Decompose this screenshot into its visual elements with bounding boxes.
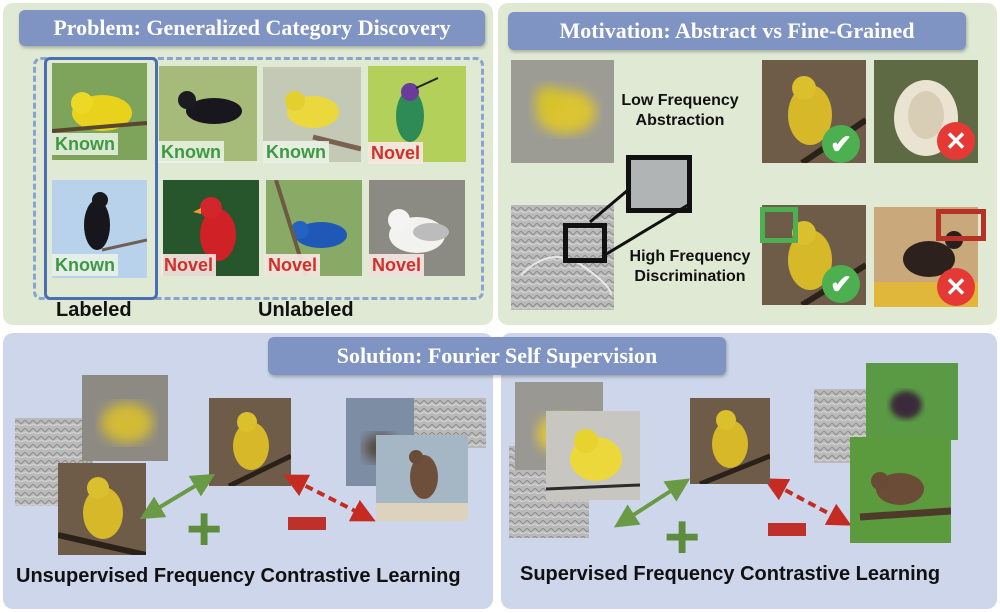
unlabeled-caption: Unlabeled: [258, 299, 354, 321]
novel-tag: Novel: [265, 254, 321, 276]
low-frequency-label: Low Frequency Abstraction: [615, 91, 745, 131]
known-tag: Known: [52, 254, 118, 276]
fine-grained-highlight-green: [760, 207, 798, 243]
check-icon: ✔: [822, 265, 860, 303]
solution-title: Solution: Fourier Self Supervision: [268, 337, 726, 375]
supervised-positive-bird-image: [546, 411, 640, 500]
supervised-negative-bird-image: [850, 437, 951, 543]
low-frequency-line2: Abstraction: [635, 112, 725, 129]
plus-icon: +: [186, 495, 223, 564]
minus-icon: [768, 523, 806, 536]
known-tag: Known: [158, 141, 224, 163]
novel-tag: Novel: [369, 254, 425, 276]
novel-tag: Novel: [161, 254, 217, 276]
labeled-group-border: [44, 57, 158, 300]
high-frequency-zoom-large-box: [626, 155, 692, 213]
cross-icon: ✕: [937, 268, 975, 306]
labeled-caption: Labeled: [56, 299, 132, 321]
low-frequency-line1: Low Frequency: [621, 92, 739, 109]
plus-icon: +: [664, 503, 701, 572]
high-frequency-line2: Discrimination: [634, 268, 746, 285]
negative-bird-image: [376, 435, 468, 521]
anchor-bird-image: [58, 463, 146, 555]
novel-tag: Novel: [368, 142, 424, 164]
supervised-anchor-bird-image: [690, 398, 770, 484]
positive-bird-image: [209, 398, 291, 486]
supervised-caption: Supervised Frequency Contrastive Learnin…: [520, 563, 941, 585]
supervised-negative-low-image: [866, 363, 958, 440]
minus-icon: [288, 517, 326, 530]
high-frequency-line1: High Frequency: [629, 248, 751, 265]
low-frequency-image: [511, 60, 614, 163]
check-icon: ✔: [822, 125, 860, 163]
known-tag: Known: [52, 133, 118, 155]
high-frequency-label: High Frequency Discrimination: [621, 247, 759, 287]
low-frequency-view-image: [82, 375, 168, 461]
motivation-title: Motivation: Abstract vs Fine-Grained: [508, 12, 966, 50]
high-frequency-zoom-small-box: [563, 223, 607, 263]
unsupervised-caption: Unsupervised Frequency Contrastive Learn…: [16, 565, 461, 587]
fine-grained-highlight-red: [936, 209, 986, 241]
problem-title: Problem: Generalized Category Discovery: [19, 10, 485, 46]
cross-icon: ✕: [937, 122, 975, 160]
unlabeled-group-border: [33, 57, 484, 300]
known-tag: Known: [263, 141, 329, 163]
